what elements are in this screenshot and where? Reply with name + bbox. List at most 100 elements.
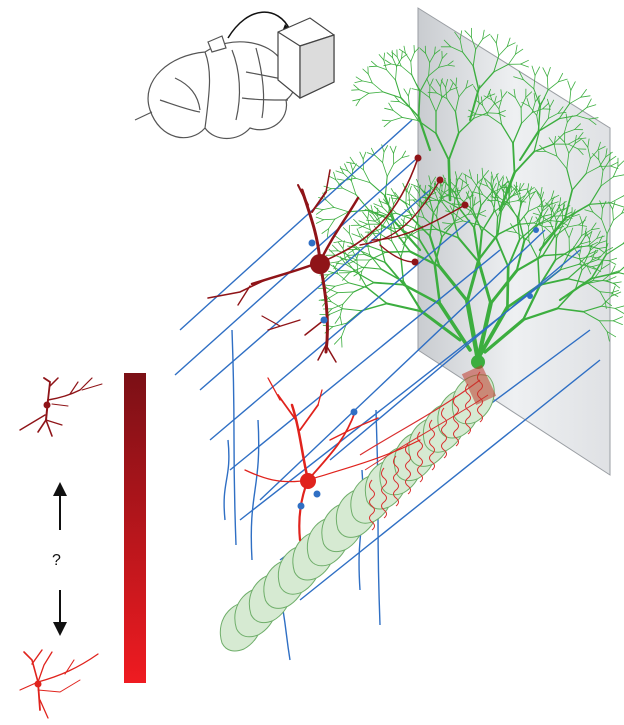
- purkinje-dendrite: [613, 321, 622, 325]
- purkinje-dendrite: [613, 213, 621, 220]
- purkinje-dendrite: [368, 74, 372, 83]
- purkinje-dendrite: [402, 51, 403, 58]
- purkinje-dendrite: [335, 283, 349, 287]
- purkinje-dendrite: [336, 236, 343, 241]
- purkinje-dendrite: [401, 98, 419, 117]
- purkinje-dendrite: [387, 164, 394, 177]
- purkinje-dendrite: [543, 68, 548, 77]
- purkinje-dendrite: [362, 260, 370, 271]
- purkinje-dendrite: [568, 81, 571, 90]
- purkinje-dendrite: [316, 210, 323, 215]
- purkinje-dendrite: [354, 219, 360, 225]
- purkinje-dendrite: [347, 311, 362, 324]
- purkinje-dendrite: [391, 117, 403, 121]
- purkinje-dendrite: [369, 66, 377, 67]
- purkinje-dendrite: [411, 62, 412, 75]
- purkinje-dendrite: [355, 81, 362, 83]
- purkinje-dendrite: [343, 309, 362, 311]
- purkinje-dendrite: [366, 220, 375, 221]
- purkinje-dendrite: [354, 85, 360, 90]
- purkinje-dendrite: [405, 53, 410, 61]
- purkinje-dendrite: [367, 288, 387, 304]
- purkinje-dendrite: [359, 221, 368, 224]
- purkinje-dendrite: [383, 152, 384, 162]
- purkinje-dendrite: [329, 219, 335, 229]
- purkinje-dendrite: [356, 77, 362, 81]
- purkinje-dendrite: [325, 285, 335, 286]
- purkinje-dendrite: [384, 146, 388, 153]
- purkinje-dendrite: [521, 64, 529, 67]
- purkinje-dendrite: [570, 97, 581, 104]
- ascending-axon: [224, 440, 229, 520]
- purkinje-dendrite: [337, 179, 345, 180]
- purkinje-dendrite: [404, 89, 408, 96]
- purkinje-dendrite: [613, 282, 621, 283]
- purkinje-dendrite: [340, 316, 342, 325]
- purkinje-dendrite: [324, 219, 335, 220]
- parallel-fiber: [200, 190, 430, 390]
- purkinje-dendrite: [491, 36, 496, 44]
- purkinje-dendrite: [377, 66, 387, 70]
- purkinje-dendrite: [499, 47, 507, 56]
- purkinje-dendrite: [496, 34, 498, 43]
- purkinje-dendrite: [334, 207, 348, 211]
- purkinje-dendrite: [375, 155, 383, 162]
- tissue-cube-icon: [278, 18, 334, 98]
- purkinje-dendrite: [496, 43, 499, 55]
- purkinje-dendrite: [507, 267, 508, 308]
- purkinje-dendrite: [334, 337, 341, 345]
- purkinje-dendrite: [332, 245, 338, 251]
- purkinje-dendrite: [342, 337, 343, 348]
- purkinje-dendrite: [355, 272, 374, 283]
- purkinje-dendrite: [385, 60, 391, 64]
- parallel-fiber: [175, 160, 415, 375]
- purkinje-dendrite: [349, 255, 365, 256]
- purkinje-dendrite: [396, 80, 402, 98]
- small-dark-neuron-soma: [44, 402, 51, 409]
- purkinje-dendrite: [394, 158, 402, 164]
- purkinje-dendrite: [570, 90, 571, 103]
- purkinje-dendrite: [379, 55, 384, 61]
- purkinje-dendrite: [362, 304, 387, 311]
- purkinje-dendrite: [613, 317, 622, 321]
- purkinje-dendrite: [547, 77, 548, 90]
- purkinje-dendrite: [327, 286, 335, 292]
- purkinje-dendrite: [387, 53, 392, 58]
- purkinje-dendrite: [390, 146, 393, 153]
- purkinje-dendrite: [326, 200, 334, 207]
- purkinje-dendrite: [315, 208, 323, 209]
- purkinje-dendrite: [391, 101, 400, 102]
- purkinje-dendrite: [535, 67, 540, 76]
- arrow-up-icon: [53, 482, 67, 530]
- purkinje-dendrite: [363, 69, 368, 74]
- purkinje-dendrite: [343, 292, 354, 304]
- ascending-axon: [251, 420, 258, 560]
- purkinje-dendrite: [611, 290, 619, 293]
- purkinje-dendrite: [571, 82, 576, 91]
- purkinje-dendrite: [372, 83, 383, 92]
- ascending-axon: [283, 610, 290, 660]
- purkinje-dendrite: [343, 228, 349, 234]
- purkinje-dendrite: [509, 54, 516, 64]
- purkinje-dendrite: [391, 195, 393, 204]
- question-mark: ?: [52, 552, 61, 570]
- purkinje-dendrite: [383, 163, 388, 177]
- arrow-down-icon: [53, 590, 67, 636]
- purkinje-dendrite: [362, 267, 381, 269]
- purkinje-dendrite: [409, 194, 410, 205]
- purkinje-dendrite: [338, 242, 343, 249]
- purkinje-dendrite: [351, 163, 353, 170]
- purkinje-dendrite: [408, 88, 410, 96]
- purkinje-dendrite: [323, 207, 334, 209]
- purkinje-dendrite: [465, 31, 472, 38]
- purkinje-dendrite: [363, 212, 368, 219]
- purkinje-dendrite: [581, 96, 590, 97]
- purkinje-dendrite: [359, 224, 368, 228]
- purkinje-dendrite: [581, 89, 587, 97]
- interneuron-dark-soma: [310, 254, 330, 274]
- purkinje-dendrite: [362, 81, 372, 83]
- small-light-neuron-icon: [20, 650, 98, 718]
- purkinje-dendrite: [548, 82, 558, 90]
- purkinje-dendrite: [618, 161, 624, 167]
- purkinje-dendrite: [613, 202, 615, 210]
